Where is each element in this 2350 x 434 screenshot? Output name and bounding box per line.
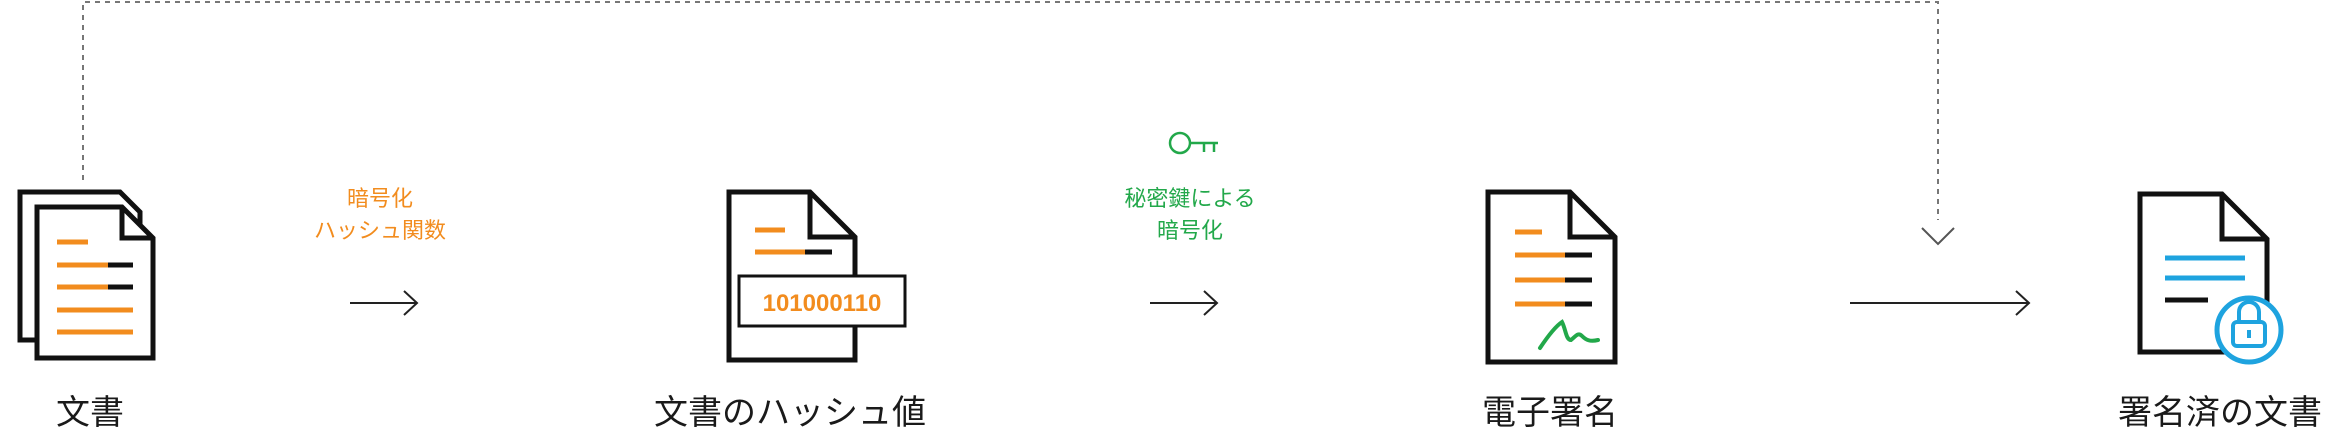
hash-step-label: 暗号化 ハッシュ関数 xyxy=(290,184,470,248)
node-label-document: 文書 xyxy=(56,393,124,433)
encrypt-step-label: 秘密鍵による 暗号化 xyxy=(1090,184,1290,248)
hash-step-line1: 暗号化 xyxy=(346,187,413,212)
dotted-arrowhead xyxy=(1921,227,1955,246)
dotted-feedback-line xyxy=(82,1,1939,220)
node-label-signed-document: 署名済の文書 xyxy=(2118,393,2322,433)
hash-value-text: 101000110 xyxy=(763,290,882,317)
signed-document-icon xyxy=(1485,189,1618,365)
encrypt-step-line2: 暗号化 xyxy=(1156,219,1223,244)
document-stack-icon xyxy=(17,189,156,361)
hash-step-line2: ハッシュ関数 xyxy=(313,219,446,244)
encrypt-step-line1: 秘密鍵による xyxy=(1124,187,1256,212)
hash-value-box xyxy=(737,274,907,328)
node-label-signature: 電子署名 xyxy=(1482,393,1618,433)
arrow-hash xyxy=(350,290,419,316)
lock-icon xyxy=(2237,300,2261,322)
arrow-sign xyxy=(1850,290,2031,316)
key-icon xyxy=(1168,131,1218,155)
signature-scribble-icon xyxy=(1538,319,1600,350)
arrow-encrypt xyxy=(1150,290,1219,316)
locked-document-icon xyxy=(2137,191,2284,365)
hash-document-icon: 101000110 xyxy=(726,189,907,363)
node-label-hash: 文書のハッシュ値 xyxy=(654,393,926,433)
